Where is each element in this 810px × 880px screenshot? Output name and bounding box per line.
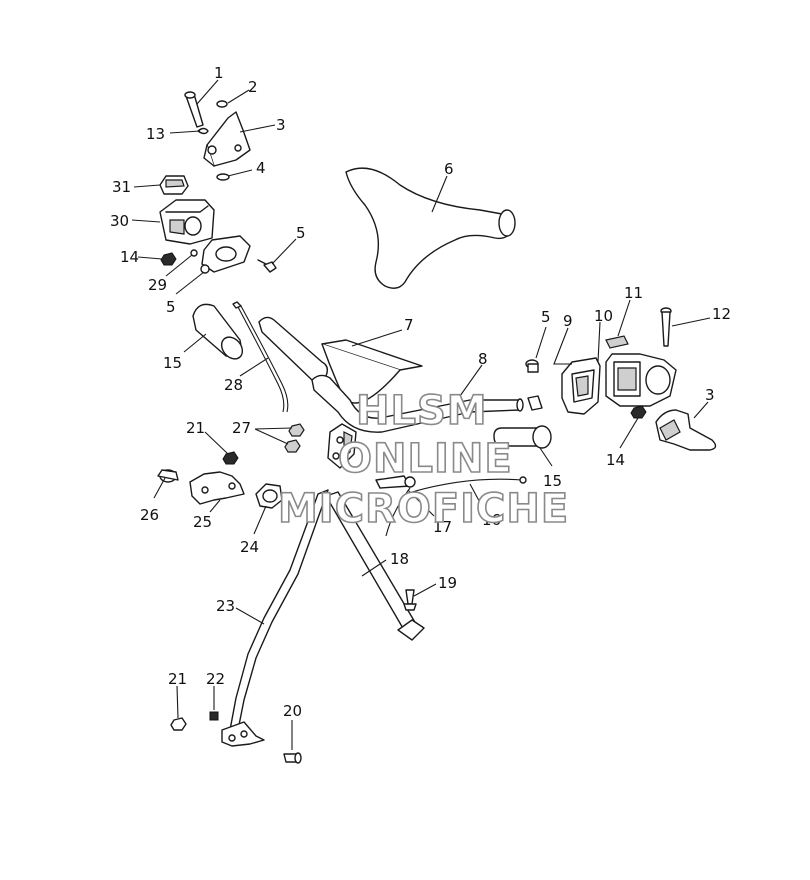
part-14-nut-right (630, 405, 647, 419)
callout-14b: 14 (606, 451, 625, 469)
callout-20: 20 (283, 702, 302, 720)
callout-31: 31 (112, 178, 131, 196)
part-26-clamp (157, 469, 179, 483)
part-2-washer (216, 100, 228, 108)
callout-4: 4 (256, 159, 266, 177)
part-12-bolt (660, 307, 672, 347)
part-10-housing (561, 357, 601, 415)
callout-13: 13 (146, 125, 165, 143)
part-6-pad (345, 167, 516, 289)
watermark: HLSM ONLINE MICROFICHE (277, 387, 569, 533)
part-1-bolt (184, 91, 204, 128)
callout-3: 3 (276, 116, 286, 134)
callout-24: 24 (240, 538, 259, 556)
watermark-line-2: ONLINE (338, 436, 513, 482)
callout-6: 6 (444, 160, 454, 178)
part-11-pad (605, 335, 629, 349)
callout-16: 16 (482, 511, 501, 529)
part-8-handlebar (311, 374, 524, 433)
callout-11: 11 (624, 284, 643, 302)
part-17-throttle (375, 475, 416, 537)
callout-19: 19 (438, 574, 457, 592)
callout-15: 15 (163, 354, 182, 372)
part-3-lever-upper (203, 111, 251, 167)
watermark-line-3: MICROFICHE (278, 486, 569, 532)
callout-5b: 5 (166, 298, 176, 316)
leader-lines (131, 79, 711, 750)
callout-30: 30 (110, 212, 129, 230)
callout-14: 14 (120, 248, 139, 266)
callout-23: 23 (216, 597, 235, 615)
callout-1: 1 (214, 64, 224, 82)
part-21-nut-upper (222, 451, 239, 465)
callout-8: 8 (478, 350, 488, 368)
callout-3b: 3 (705, 386, 715, 404)
part-30-master-cylinder (159, 199, 215, 245)
callout-17: 17 (433, 518, 452, 536)
part-5-screw-left (257, 259, 277, 273)
callout-27: 27 (232, 419, 251, 437)
part-28-cable (232, 301, 289, 413)
callout-10: 10 (594, 307, 613, 325)
callout-29: 29 (148, 276, 167, 294)
part-15-grip-left (192, 303, 244, 360)
callout-21b: 21 (168, 670, 187, 688)
callout-labels: 1 2 3 13 4 31 30 14 29 5 5 6 15 28 7 8 5… (110, 64, 731, 720)
watermark-line-1: HLSM (356, 388, 488, 434)
part-switch-housing (605, 353, 677, 407)
callout-15b: 15 (543, 472, 562, 490)
part-handlebar-clamp (327, 423, 357, 469)
callout-12: 12 (712, 305, 731, 323)
callout-5c: 5 (541, 308, 551, 326)
callout-26: 26 (140, 506, 159, 524)
part-31-boot (159, 175, 189, 195)
part-15-grip-right (493, 425, 552, 449)
part-24-bushing (255, 483, 283, 509)
callout-5: 5 (296, 224, 306, 242)
callout-2: 2 (248, 78, 258, 96)
part-5-screw-right (525, 359, 539, 373)
part-steering-arm (221, 721, 265, 747)
part-handlebar-left (258, 316, 329, 383)
callout-28: 28 (224, 376, 243, 394)
part-19-bolt (403, 589, 417, 611)
part-3-lever-right (655, 409, 717, 451)
callout-9: 9 (563, 312, 573, 330)
callout-21: 21 (186, 419, 205, 437)
part-9-spacer (527, 395, 543, 411)
part-16-cable (411, 476, 527, 493)
part-18-support (325, 491, 425, 641)
part-20-pin (283, 752, 302, 764)
part-25-bracket (189, 471, 245, 505)
part-4-washer (216, 173, 230, 181)
callout-25: 25 (193, 513, 212, 531)
callout-22: 22 (206, 670, 225, 688)
part-14-nut-left (160, 252, 177, 266)
part-21-nut-lower (170, 717, 187, 731)
callout-7: 7 (404, 316, 414, 334)
part-22-fitting (209, 711, 219, 721)
part-13-clip (197, 127, 209, 135)
part-29-cover (190, 235, 251, 274)
part-27-nuts (284, 423, 305, 453)
callout-18: 18 (390, 550, 409, 568)
